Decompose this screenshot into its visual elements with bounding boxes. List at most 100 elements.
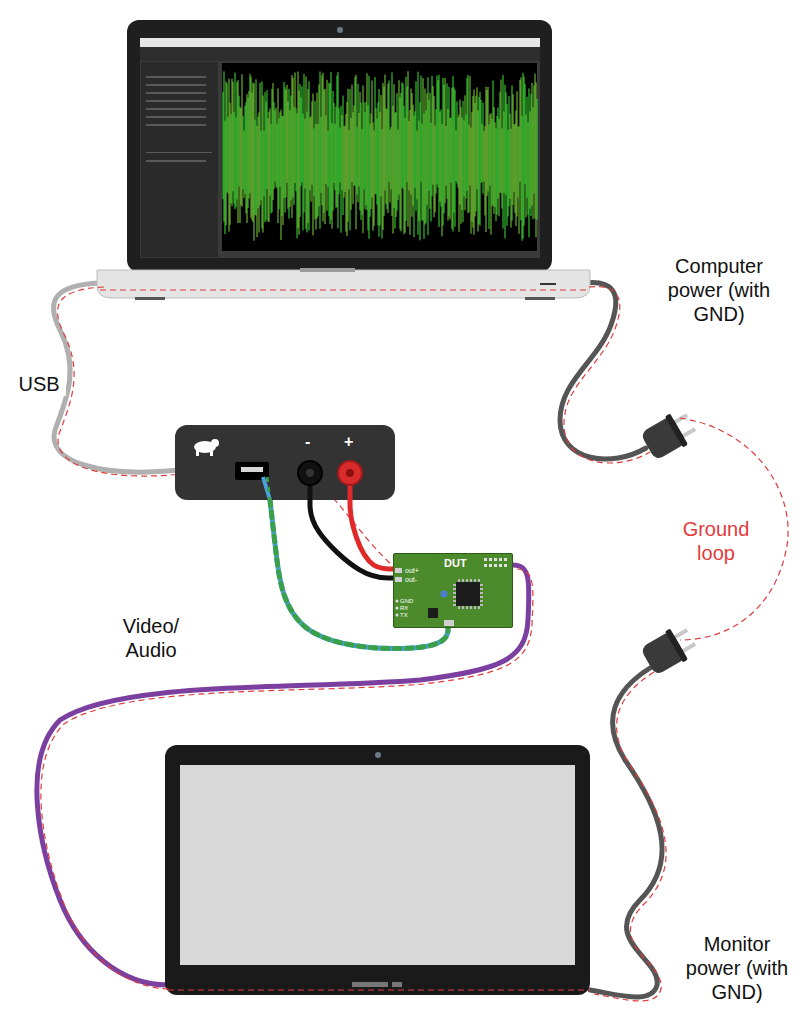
waveform-stroke [389, 81, 390, 183]
waveform-stroke [469, 125, 470, 212]
waveform-stroke [447, 84, 448, 199]
waveform-stroke [514, 124, 515, 192]
waveform-stroke [500, 92, 501, 193]
waveform-stroke [375, 77, 376, 194]
header-pin [504, 564, 507, 567]
waveform-stroke [304, 74, 305, 213]
waveform-stroke [306, 76, 307, 228]
input-wire [267, 477, 270, 500]
waveform-stroke [491, 113, 492, 235]
chip-pin [453, 600, 456, 602]
waveform-stroke [406, 77, 407, 221]
waveform-stroke [270, 108, 271, 195]
waveform-stroke [417, 130, 418, 199]
waveform-stroke [286, 90, 287, 197]
waveform-stroke [458, 117, 459, 188]
waveform-stroke [367, 73, 368, 210]
waveform-stroke [450, 118, 451, 219]
waveform-stroke [385, 75, 386, 191]
waveform-stroke [466, 115, 467, 199]
waveform-stroke [478, 110, 479, 231]
waveform-stroke [533, 107, 534, 219]
waveform-stroke [291, 96, 292, 200]
panel-row [146, 116, 206, 118]
waveform-stroke [370, 124, 371, 217]
waveform-stroke [227, 83, 228, 192]
waveform-stroke [526, 115, 527, 218]
waveform-stroke [508, 130, 509, 217]
waveform-stroke [492, 119, 493, 206]
led [441, 591, 448, 598]
waveform-stroke [331, 72, 332, 220]
laptop-camera [337, 27, 343, 33]
waveform-stroke [436, 109, 437, 193]
waveform-stroke [340, 128, 341, 183]
waveform-stroke [249, 91, 250, 198]
waveform-stroke [345, 125, 346, 191]
waveform-stroke [366, 102, 367, 205]
waveform-stroke [310, 117, 311, 190]
laptop-port [540, 283, 556, 285]
cable-label: USB [12, 372, 66, 396]
laptop-screen [140, 38, 540, 258]
panel-row [146, 76, 206, 78]
waveform-stroke [274, 102, 275, 189]
waveform-stroke [488, 87, 489, 191]
waveform-stroke [411, 89, 412, 195]
chip-pin [458, 606, 460, 609]
waveform-stroke [537, 99, 538, 220]
chip-pin [480, 596, 483, 598]
waveform-stroke [459, 114, 460, 231]
waveform-stroke [403, 84, 404, 189]
waveform-stroke [454, 87, 455, 212]
waveform-stroke [320, 72, 321, 229]
monitor-bar [352, 982, 388, 987]
header-pin [499, 558, 502, 561]
monitor-bezel [165, 745, 590, 995]
waveform-stroke [400, 97, 401, 229]
waveform-stroke [431, 123, 432, 222]
instrument-face [175, 425, 395, 500]
computer-power-cord [560, 283, 646, 459]
waveform-stroke [507, 104, 508, 226]
waveform-stroke [311, 116, 312, 201]
chip-pin [453, 604, 456, 606]
waveform-stroke [359, 113, 360, 187]
chip-pin [453, 588, 456, 590]
power-label: Monitor power (with GND) [672, 932, 802, 1004]
waveform-stroke [284, 82, 285, 198]
waveform-stroke [534, 85, 535, 193]
waveform-stroke [259, 112, 260, 232]
waveform-stroke [339, 108, 340, 194]
waveform-stroke [413, 105, 414, 206]
waveform-stroke [297, 113, 298, 238]
chip-pin [474, 606, 476, 609]
panel-row [146, 108, 206, 110]
ground-loop-dash [594, 672, 666, 1001]
logo-shape [196, 450, 199, 456]
waveform-stroke [260, 83, 261, 206]
waveform-stroke [445, 78, 446, 203]
waveform-stroke [294, 107, 295, 205]
panel-row [146, 100, 206, 102]
panel-row [146, 124, 206, 126]
waveform-stroke [365, 112, 366, 209]
waveform-stroke [468, 75, 469, 213]
small-chip [428, 608, 438, 618]
waveform-stroke [386, 108, 387, 204]
waveform-stroke [355, 77, 356, 186]
waveform-stroke [376, 108, 377, 194]
power-label: Computer power (with GND) [652, 254, 786, 326]
waveform-stroke [360, 92, 361, 210]
waveform-stroke [393, 106, 394, 234]
waveform-stroke [245, 106, 246, 194]
chip-pin [453, 592, 456, 594]
waveform-stroke [453, 76, 454, 231]
waveform-stroke [434, 96, 435, 217]
waveform-stroke [480, 92, 481, 226]
waveform-stroke [361, 103, 362, 220]
waveform-stroke [405, 118, 406, 233]
chip-pin [470, 579, 472, 582]
waveform-stroke [498, 108, 499, 199]
waveform-stroke [535, 74, 536, 219]
